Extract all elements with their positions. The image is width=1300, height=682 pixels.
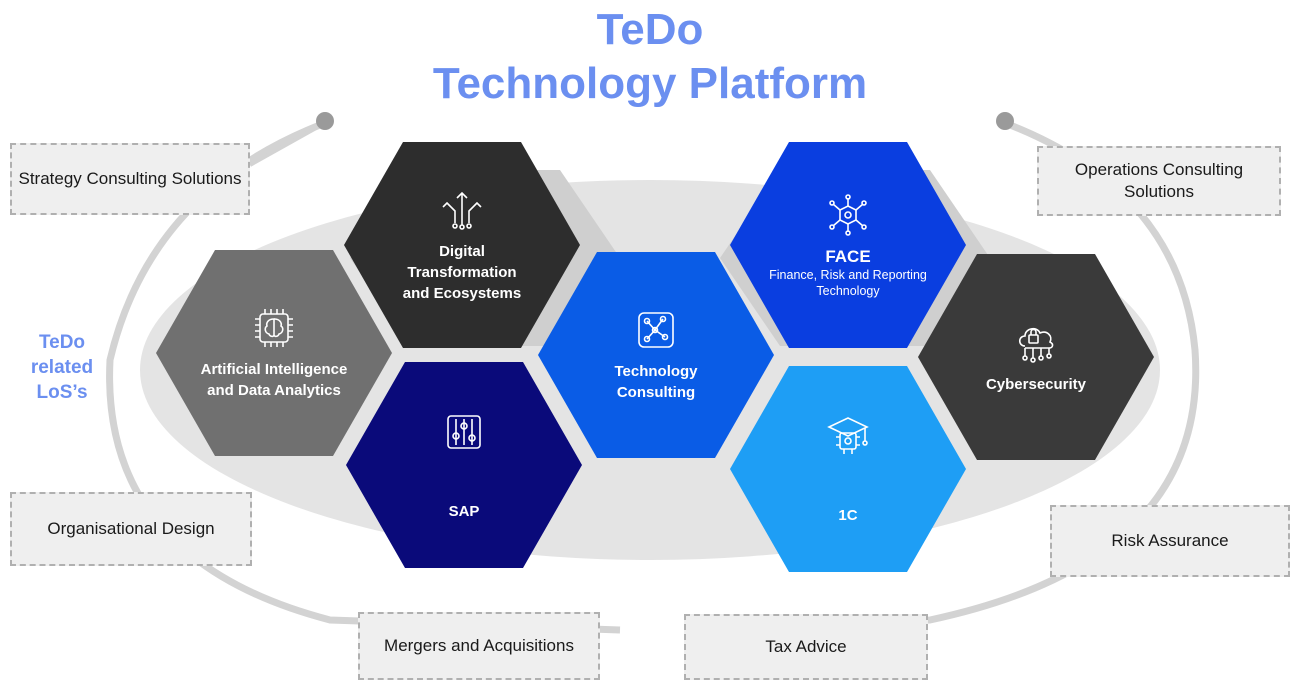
hex-label: Cybersecurity <box>985 375 1087 393</box>
network-nodes-icon <box>633 307 679 353</box>
graduation-chip-icon <box>825 413 871 459</box>
box-risk-assurance: Risk Assurance <box>1050 505 1290 577</box>
hex-sublabel: Finance, Risk and Reporting Technology <box>769 267 927 298</box>
sliders-icon <box>441 409 487 455</box>
hex-label: FACE <box>825 246 871 266</box>
los-label: TeDo related LoS’s <box>30 332 94 403</box>
brain-chip-icon <box>251 305 297 351</box>
title-line-2: Technology Platform <box>432 59 868 108</box>
ring-dot-right <box>996 112 1014 130</box>
box-mergers-acquisitions: Mergers and Acquisitions <box>358 612 600 680</box>
cloud-lock-icon <box>1013 320 1059 366</box>
hex-label: Technology Consulting <box>614 363 698 401</box>
branching-arrows-icon <box>439 187 485 233</box>
title-line-1: TeDo <box>596 5 704 54</box>
box-tax-advice: Tax Advice <box>684 614 928 680</box>
chip-circuit-icon <box>825 192 871 238</box>
box-operations-consulting: Operations Consulting Solutions <box>1037 146 1281 216</box>
box-strategy-consulting: Strategy Consulting Solutions <box>10 143 250 215</box>
hex-label: Digital Transformation and Ecosystems <box>402 242 522 302</box>
hex-ai-data-analytics[interactable]: Artificial Intelligence and Data Analyti… <box>156 250 392 456</box>
hex-label: 1C <box>838 506 858 524</box>
ring-dot-left <box>316 112 334 130</box>
box-organisational-design: Organisational Design <box>10 492 252 566</box>
connector-left <box>249 121 326 167</box>
hex-label: SAP <box>448 502 480 520</box>
hex-label: Artificial Intelligence and Data Analyti… <box>200 361 348 399</box>
connector-right <box>1004 121 1061 150</box>
